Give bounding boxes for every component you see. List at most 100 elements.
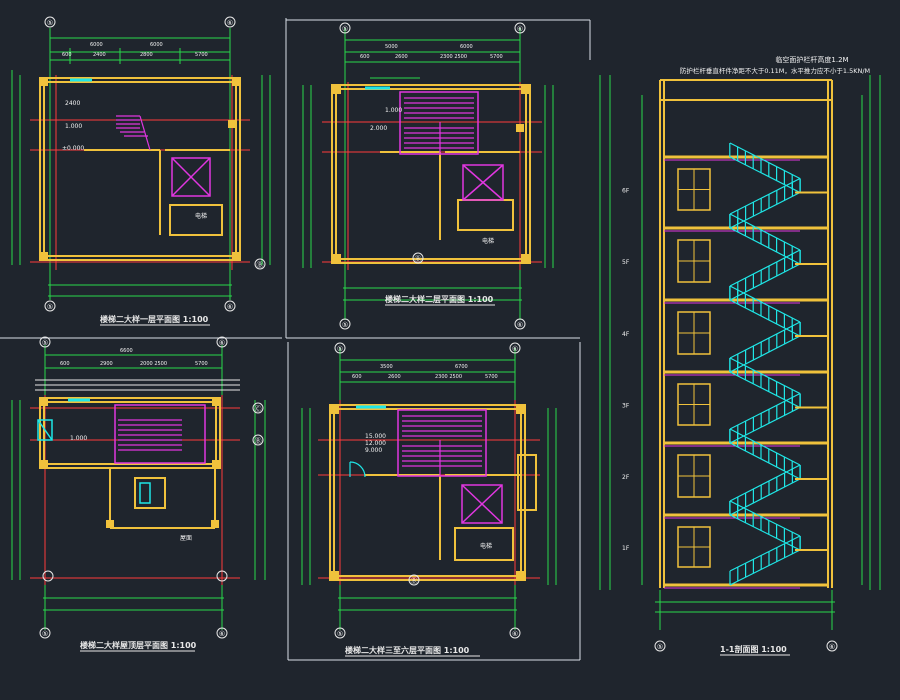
svg-text:600: 600 [352, 374, 362, 380]
stair-flight-return [729, 285, 801, 337]
stair-flight-up [729, 321, 801, 373]
stair-stringer [729, 514, 801, 551]
plan3-elevator-label: 电梯 [480, 542, 492, 550]
stair-stringer [729, 371, 801, 409]
plan3-axis-right-bottom: ⑥ [512, 630, 518, 638]
floor-label: 2F [622, 474, 630, 481]
svg-text:2400: 2400 [93, 52, 106, 58]
stair-stringer [729, 406, 801, 444]
stair-handrail [729, 464, 801, 502]
plan2-axis-row: Ⓑ [415, 255, 422, 263]
plan1-elevator-label: 电梯 [195, 212, 207, 220]
plan2-elevator-label: 电梯 [482, 237, 494, 245]
stair-flight-return [729, 357, 801, 409]
stair-flight-return [729, 500, 801, 551]
stair-handrail [729, 535, 801, 572]
plan1-title: 楼梯二大样一层平面图 1:100 [100, 314, 209, 324]
roof-axis-row-b: Ⓑ [255, 437, 262, 445]
svg-text:2600: 2600 [388, 374, 401, 380]
stair-handrail [729, 321, 801, 359]
svg-text:2900: 2900 [100, 361, 113, 367]
svg-text:6000: 6000 [90, 42, 103, 48]
svg-text:1.000: 1.000 [70, 435, 87, 442]
stair-stringer [729, 156, 801, 194]
svg-text:1.000: 1.000 [385, 107, 402, 114]
stair-stringer [729, 263, 801, 301]
stair-flight-up [729, 249, 801, 301]
stair-flight-up [729, 177, 801, 229]
plan1-axis-right-top: ⑥ [227, 19, 233, 27]
plan1-axis-left-top: ⑤ [47, 19, 53, 27]
floor-label: 5F [622, 259, 630, 266]
plan1-axis-row: Ⓑ [257, 261, 264, 269]
roof-axis-left-top: ⑤ [42, 339, 48, 347]
stair-flight-up [729, 535, 801, 586]
svg-text:2300 2500: 2300 2500 [435, 374, 462, 380]
svg-text:2600: 2600 [395, 54, 408, 60]
plan2-axis-left-top: ⑤ [342, 25, 348, 33]
svg-text:5700: 5700 [195, 52, 208, 58]
section-note-rail-spacing: 防护栏杆垂直杆件净距不大于0.11M，水平推力应不小于1.5KN/M [680, 66, 870, 75]
stair-handrail [729, 500, 801, 537]
roof-axis-row-c: Ⓒ [255, 405, 262, 413]
section-title: 1-1剖面图 1:100 [720, 644, 787, 654]
stair-flight-up [729, 464, 801, 516]
svg-text:6000: 6000 [460, 44, 473, 50]
stair-stringer [729, 191, 801, 229]
stair-stringer [729, 549, 801, 586]
stair-stringer [729, 335, 801, 373]
plan1-axis-right-bottom: ⑥ [227, 303, 233, 311]
floor-label: 6F [622, 188, 630, 195]
stair-handrail [729, 249, 801, 287]
section-axis-right: ⑥ [829, 643, 835, 651]
svg-text:5700: 5700 [490, 54, 503, 60]
plan3-title: 楼梯二大样三至六层平面图 1:100 [345, 645, 470, 655]
roof-plan-title: 楼梯二大样屋顶层平面图 1:100 [80, 640, 197, 650]
roof-axis-left-bottom: ⑤ [42, 630, 48, 638]
svg-text:600: 600 [62, 52, 72, 58]
section-1-1: 临空面护栏杆高度1.2M 防护栏杆垂直杆件净距不大于0.11M，水平推力应不小于… [599, 55, 881, 656]
plan2-axis-right-top: ⑥ [517, 25, 523, 33]
stair-flight-up [729, 392, 801, 444]
svg-text:5000: 5000 [385, 44, 398, 50]
svg-text:600: 600 [60, 361, 70, 367]
svg-text:2800: 2800 [140, 52, 153, 58]
floor-label: 4F [622, 331, 630, 338]
floor-label: 3F [622, 403, 630, 410]
stair-handrail [729, 177, 801, 215]
svg-text:15.000: 15.000 [365, 433, 386, 440]
section-axis-left: ⑤ [657, 643, 663, 651]
stair-stringer [729, 442, 801, 480]
svg-text:6600: 6600 [120, 348, 133, 354]
svg-text:9.000: 9.000 [365, 447, 382, 454]
plan3-axis-left-top: ⑤ [337, 345, 343, 353]
roof-axis-right-bottom: ⑥ [219, 630, 225, 638]
stair-flight-return [729, 142, 801, 194]
svg-text:12.000: 12.000 [365, 440, 386, 447]
stair-handrail [729, 428, 801, 466]
stair-handrail [729, 142, 801, 180]
stair-handrail [729, 285, 801, 323]
svg-text:2300 2500: 2300 2500 [440, 54, 467, 60]
section-windows [677, 168, 711, 568]
svg-text:6700: 6700 [455, 364, 468, 370]
stair-flight-return [729, 428, 801, 480]
roof-axis-right-top: ⑥ [219, 339, 225, 347]
svg-text:600: 600 [360, 54, 370, 60]
stair-stringer [729, 478, 801, 516]
plan1-axis-left-bottom: ⑤ [47, 303, 53, 311]
svg-text:2400: 2400 [65, 100, 80, 107]
svg-text:5700: 5700 [195, 361, 208, 367]
section-note-rail-height: 临空面护栏杆高度1.2M [775, 55, 848, 64]
panel-frames [0, 18, 591, 661]
stair-handrail [729, 213, 801, 251]
svg-text:±0.000: ±0.000 [62, 145, 84, 152]
section-stair-flights [729, 142, 828, 586]
stair-handrail [729, 392, 801, 430]
